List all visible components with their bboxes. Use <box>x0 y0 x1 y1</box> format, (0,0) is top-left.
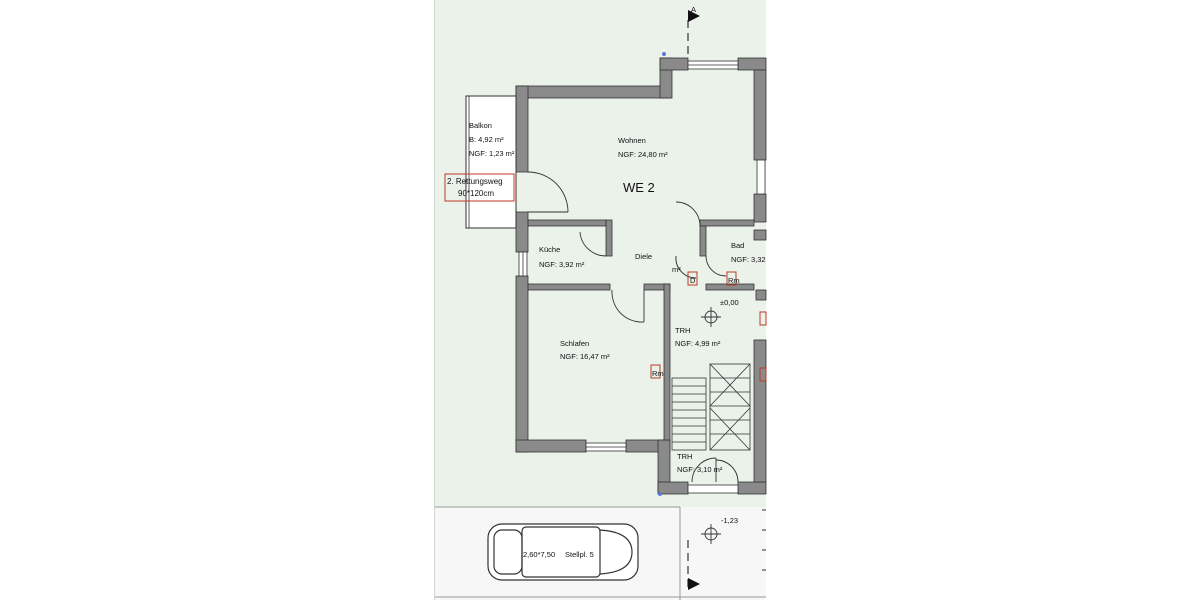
bad-ngf: NGF: 3,32 <box>731 255 766 264</box>
trh1-name: TRH <box>675 326 690 335</box>
diele-name: Diele <box>635 252 652 261</box>
windows <box>518 60 766 494</box>
trh1-ngf: NGF: 4,99 m² <box>675 339 721 348</box>
kueche-name: Küche <box>539 245 560 254</box>
balkon-name: Balkon <box>469 121 492 130</box>
bad-name: Bad <box>731 241 744 250</box>
parking-label: Stellpl. 5 <box>565 550 594 559</box>
schlafen-ngf: NGF: 16,47 m² <box>560 352 610 361</box>
rm-tag: Rm <box>652 369 664 378</box>
balkon-b: B: 4,92 m² <box>469 135 504 144</box>
trh2-ngf: NGF: 3,10 m² <box>677 465 723 474</box>
wohnen-name: Wohnen <box>618 136 646 145</box>
schlafen-name: Schlafen <box>560 339 589 348</box>
rescue-route-line1: 2. Rettungsweg <box>447 177 503 186</box>
car-icon <box>487 523 639 581</box>
lawn-area <box>434 0 766 507</box>
rm-tag: Rm <box>728 276 740 285</box>
parking-size: 2,60*7,50 <box>523 550 555 559</box>
level-marker-upper <box>701 307 721 327</box>
reference-dot <box>658 492 662 496</box>
section-marker: A <box>687 5 700 590</box>
d-tag: D <box>690 276 696 285</box>
level-marker-lower <box>701 524 721 544</box>
reference-dot <box>662 52 666 56</box>
rescue-route-box <box>444 173 515 202</box>
parking-marks <box>762 509 766 571</box>
balkon-ngf: NGF: 1,23 m² <box>469 149 515 158</box>
balcony <box>465 95 517 229</box>
level-upper: ±0,00 <box>720 298 739 307</box>
wohnen-ngf: NGF: 24,80 m² <box>618 150 668 159</box>
section-marker-label: A <box>691 5 696 14</box>
tags <box>650 271 767 382</box>
doors <box>527 171 739 483</box>
walls <box>515 57 767 495</box>
level-lower: -1,23 <box>721 516 738 525</box>
unit-label: WE 2 <box>623 180 655 195</box>
stair <box>671 363 751 451</box>
diele-ngf-fragment: m² <box>672 265 681 274</box>
kueche-ngf: NGF: 3,92 m² <box>539 260 585 269</box>
rescue-route-line2: 90*120cm <box>458 189 494 198</box>
trh2-name: TRH <box>677 452 692 461</box>
